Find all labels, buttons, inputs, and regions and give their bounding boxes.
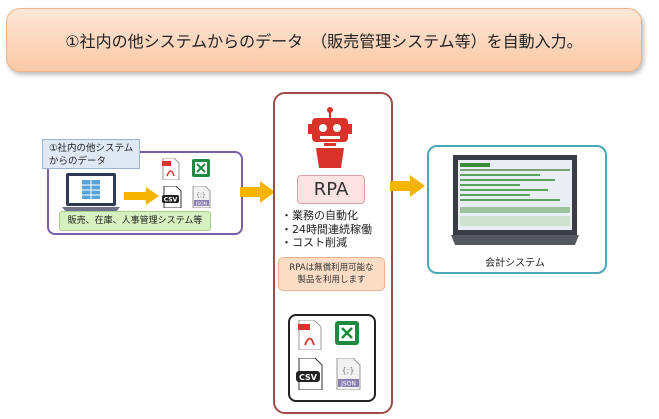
arrow-inner-source — [124, 187, 159, 205]
rpa-benefits-list: ・業務の自動化 ・24時間連続稼働 ・コスト削減 — [281, 209, 372, 250]
benefit-item: ・24時間連続稼働 — [281, 222, 372, 236]
source-label: ①社内の他システム からのデータ — [42, 139, 140, 169]
pdf-icon — [298, 320, 322, 350]
svg-text:{;}: {;} — [196, 192, 206, 199]
rpa-note: RPAは無償利用可能な 製品を利用します — [278, 257, 385, 291]
arrow-rpa-to-target — [390, 175, 425, 197]
pdf-icon — [162, 158, 180, 180]
target-caption: 会計システム — [485, 258, 545, 269]
monitor-icon — [451, 155, 579, 245]
title-banner: ①社内の他システムからのデータ （販売管理システム等）を自動入力。 — [6, 8, 642, 72]
benefit-item: ・コスト削減 — [281, 236, 347, 249]
source-caption: 販売、在庫、人事管理システム等 — [59, 211, 211, 231]
csv-text-large: CSV — [299, 373, 318, 382]
csv-text-small: CSV — [164, 197, 178, 204]
note-line2: 製品を利用します — [297, 275, 366, 285]
svg-text:{;}: {;} — [342, 366, 355, 375]
benefit-item: ・業務の自動化 — [281, 209, 358, 222]
rpa-label: RPA — [313, 179, 349, 200]
json-icon: {;} JSON — [192, 186, 211, 208]
laptop-icon — [62, 173, 120, 212]
source-label-line1: ①社内の他システム — [49, 143, 134, 154]
excel-icon — [192, 159, 210, 177]
csv-icon: CSV — [162, 186, 182, 208]
csv-icon: CSV — [296, 358, 323, 390]
arrow-source-to-rpa — [240, 181, 275, 203]
json-text-small: JSON — [195, 201, 207, 207]
note-line1: RPAは無償利用可能な — [289, 263, 374, 273]
robot-icon — [308, 107, 352, 168]
banner-title: ①社内の他システムからのデータ （販売管理システム等）を自動入力。 — [65, 32, 583, 51]
excel-icon — [335, 321, 359, 345]
json-text-large: JSON — [340, 381, 356, 388]
json-icon: {;} JSON — [336, 358, 361, 390]
rpa-label-box: RPA — [297, 175, 365, 204]
source-label-line2: からのデータ — [49, 156, 107, 167]
